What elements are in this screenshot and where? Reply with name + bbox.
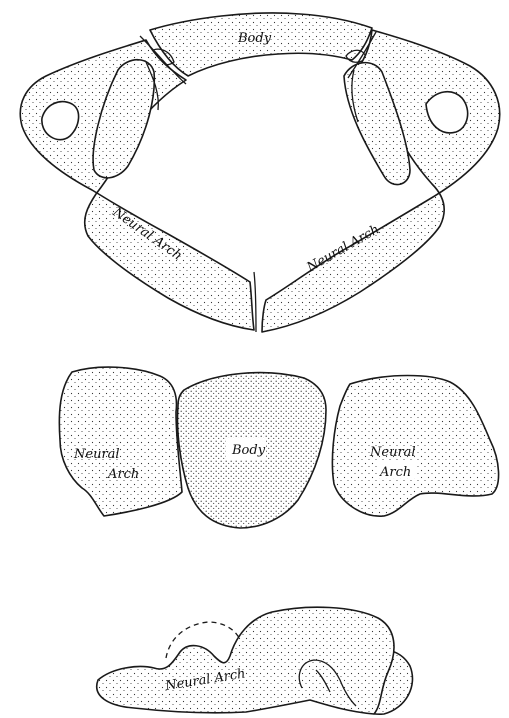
mid-left-arch-label-line1: Neural [73,447,120,462]
mid-left-arch-label-line2: Arch [107,467,139,482]
mid-left-arch [59,367,182,516]
top-body-label: Body [237,31,272,46]
mid-right-arch-label-line1: Neural [369,445,416,460]
top-midline-cleft [254,272,256,332]
mid-body-label: Body [231,443,266,458]
middle-pieces: Neural Arch Body Neural Arch [59,367,498,528]
bottom-lateral-view: Neural Arch [97,607,413,714]
mid-right-arch-label-line2: Arch [379,465,411,480]
top-vertebra: Body Neural Arch Neural Arch [20,13,499,332]
